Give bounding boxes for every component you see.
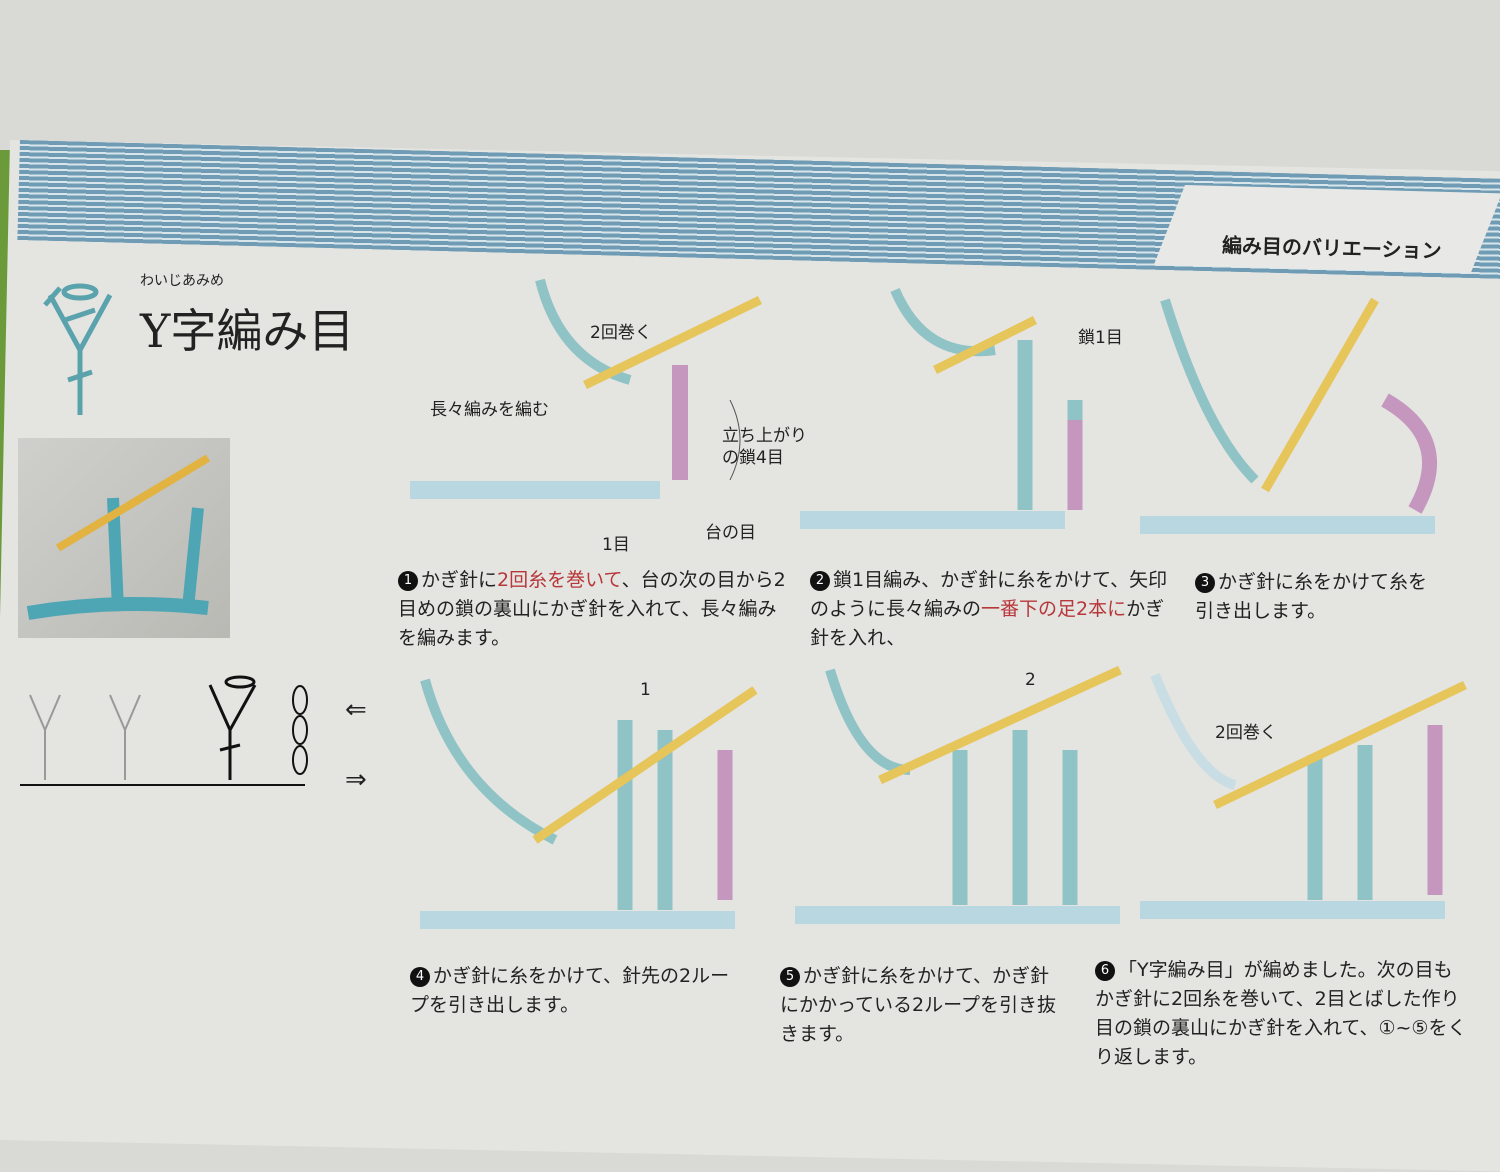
sample-photo (18, 438, 230, 638)
illustration-step-1 (410, 278, 762, 499)
label-work-treble: 長々編みを編む (430, 400, 549, 420)
y-stitch-symbol-icon (43, 283, 113, 415)
stitch-chart (20, 675, 308, 786)
illustration-step-3 (1140, 297, 1437, 534)
step-number: 3 (1195, 573, 1215, 593)
title-ruby: わいじあみめ (140, 273, 224, 289)
step-text: 、台の次の目から2目めの鎖の裏山にかぎ針を入れて、長々編みを編みます。 (398, 569, 786, 649)
step-text: かぎ針に (421, 569, 498, 591)
illustration-step-2 (800, 287, 1083, 529)
direction-left-arrow-icon: ⇐ (345, 695, 367, 725)
label-wrap-twice: 2回巻く (590, 323, 652, 343)
step-highlight: 2回糸を巻いて (497, 569, 622, 591)
label-one-stitch: 1目 (602, 535, 630, 555)
step-text: かぎ針を入れ、 (810, 598, 1165, 649)
illustration-step-4 (420, 678, 758, 929)
label-base-stitch: 台の目 (705, 523, 756, 543)
step-text: 「Y字編み目」が編めました。次の目もかぎ針に2回糸を巻いて、2目とばした作り目の… (1095, 959, 1467, 1068)
step-number: 4 (410, 967, 430, 987)
step-number: 6 (1095, 961, 1115, 981)
step-number: 2 (810, 571, 830, 591)
direction-right-arrow-icon: ⇒ (345, 765, 367, 795)
step-highlight: 一番下の足2本に (981, 598, 1127, 620)
section-tag: 編み目のバリエーション (1221, 233, 1442, 263)
step-6: 6「Y字編み目」が編めました。次の目もかぎ針に2回糸を巻いて、2目とばした作り目… (1095, 956, 1470, 1072)
step-text: かぎ針に糸をかけて、かぎ針にかかっている2ループを引き抜きます。 (780, 965, 1056, 1045)
step-text: かぎ針に糸をかけて糸を引き出します。 (1195, 571, 1428, 622)
step-number: 1 (398, 571, 418, 591)
step-number: 5 (780, 967, 800, 987)
label-chain-one: 鎖1目 (1078, 328, 1123, 348)
label-loop-1: 1 (640, 680, 651, 700)
label-loop-2: 2 (1025, 670, 1036, 690)
step-text: 鎖1目編み、かぎ針に糸をかけて、矢印のように長々編みの (810, 569, 1168, 620)
label-turning-chain: 立ち上がりの鎖4目 (722, 426, 807, 468)
label-wrap-twice-6: 2回巻く (1215, 723, 1277, 743)
step-text: かぎ針に糸をかけて、針先の2ループを引き出します。 (410, 965, 730, 1016)
page-title: Y字編み目 (140, 304, 355, 358)
illustration-step-5 (795, 665, 1122, 924)
illustration-step-6 (1140, 673, 1467, 919)
